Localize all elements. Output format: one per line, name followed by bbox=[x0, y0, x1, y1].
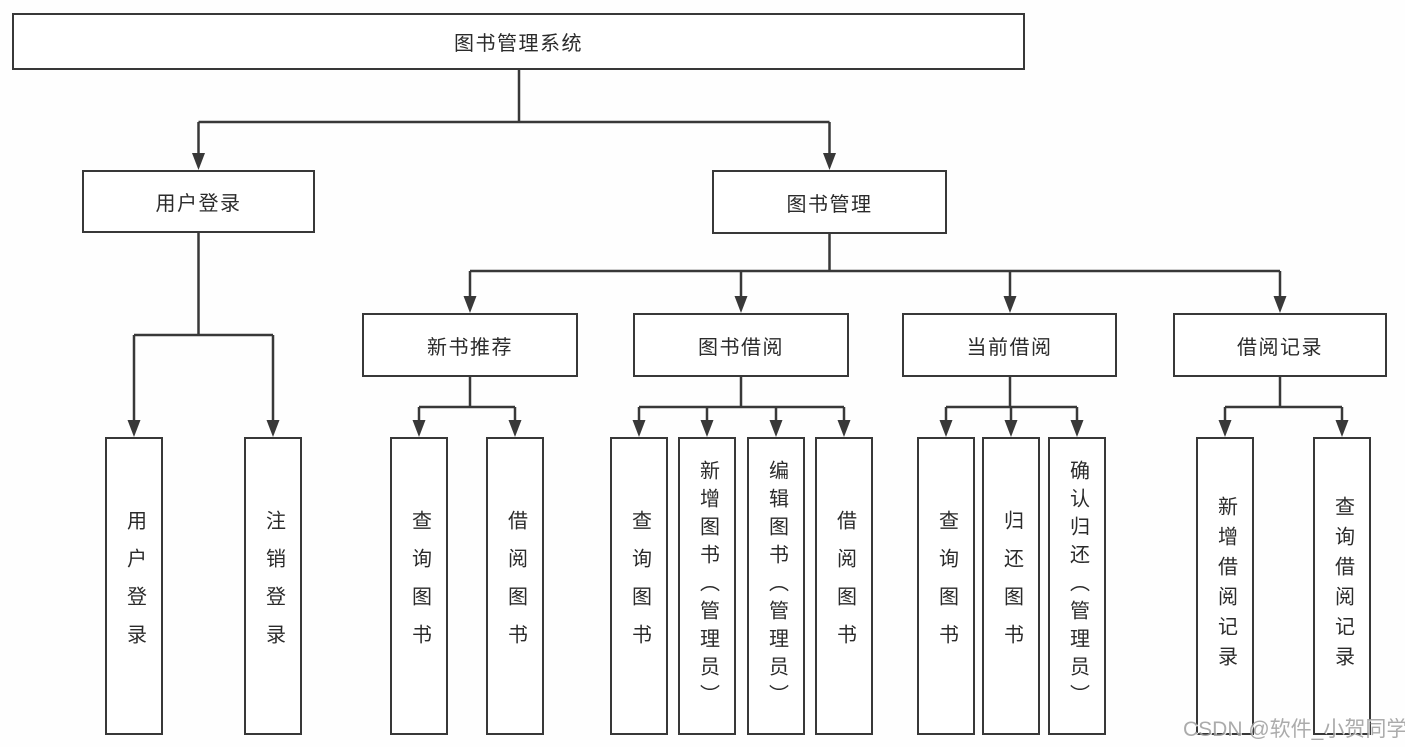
leaf-add-borrow-record-label: 新增借阅记录 bbox=[1214, 496, 1237, 676]
connector-bookmgmt-to-level3 bbox=[468, 234, 1282, 301]
leaf-return-books-label: 归还图书 bbox=[1000, 510, 1023, 662]
node-user-login-label: 用户登录 bbox=[155, 193, 242, 215]
arrowheads bbox=[127, 153, 1349, 437]
leaf-borrow-query-books-label: 查询图书 bbox=[628, 510, 651, 662]
node-borrowing-records-label: 借阅记录 bbox=[1237, 336, 1323, 359]
connector-root-to-level2 bbox=[197, 70, 831, 158]
leaf-user-login-label: 用户登录 bbox=[123, 510, 146, 662]
node-new-book-recommend: 新书推荐 bbox=[362, 313, 578, 377]
leaf-add-book-admin-label: 新增图书（管理员） bbox=[696, 460, 719, 712]
connector-userlogin-to-leaves bbox=[132, 233, 275, 424]
node-current-borrowing-label: 当前借阅 bbox=[966, 336, 1053, 359]
node-book-borrowing-label: 图书借阅 bbox=[698, 336, 784, 359]
leaf-borrow-borrow-books: 借阅图书 bbox=[815, 437, 873, 735]
leaf-recommend-borrow-books: 借阅图书 bbox=[486, 437, 544, 735]
leaf-recommend-borrow-books-label: 借阅图书 bbox=[504, 510, 527, 662]
leaf-borrow-borrow-books-label: 借阅图书 bbox=[833, 510, 856, 662]
node-library-management-system: 图书管理系统 bbox=[12, 13, 1025, 70]
leaf-add-borrow-record: 新增借阅记录 bbox=[1196, 437, 1254, 735]
node-library-management-system-label: 图书管理系统 bbox=[454, 33, 583, 55]
leaf-add-book-admin: 新增图书（管理员） bbox=[678, 437, 736, 735]
connector-recommend-to-leaves bbox=[417, 377, 517, 424]
leaf-recommend-query-books-label: 查询图书 bbox=[408, 510, 431, 662]
leaf-current-query-books-label: 查询图书 bbox=[935, 510, 958, 662]
connector-records-to-leaves bbox=[1223, 377, 1344, 424]
csdn-watermark: CSDN @软件_小贺同学 bbox=[1183, 718, 1405, 741]
leaf-confirm-return-admin: 确认归还（管理员） bbox=[1048, 437, 1106, 735]
leaf-current-query-books: 查询图书 bbox=[917, 437, 975, 735]
node-book-borrowing: 图书借阅 bbox=[633, 313, 849, 377]
connector-current-to-leaves bbox=[944, 377, 1079, 424]
connector-borrow-to-leaves bbox=[637, 377, 846, 424]
node-user-login: 用户登录 bbox=[82, 170, 315, 233]
leaf-borrow-query-books: 查询图书 bbox=[610, 437, 668, 735]
leaf-query-borrow-record: 查询借阅记录 bbox=[1313, 437, 1371, 735]
node-book-management-label: 图书管理 bbox=[786, 193, 873, 216]
leaf-confirm-return-admin-label: 确认归还（管理员） bbox=[1066, 460, 1089, 712]
leaf-edit-book-admin-label: 编辑图书（管理员） bbox=[765, 460, 788, 712]
leaf-user-login: 用户登录 bbox=[105, 437, 163, 735]
leaf-return-books: 归还图书 bbox=[982, 437, 1040, 735]
node-book-management: 图书管理 bbox=[712, 170, 947, 234]
node-current-borrowing: 当前借阅 bbox=[902, 313, 1117, 377]
leaf-logout: 注销登录 bbox=[244, 437, 302, 735]
node-new-book-recommend-label: 新书推荐 bbox=[427, 336, 513, 359]
leaf-query-borrow-record-label: 查询借阅记录 bbox=[1331, 496, 1354, 676]
leaf-edit-book-admin: 编辑图书（管理员） bbox=[747, 437, 805, 735]
leaf-recommend-query-books: 查询图书 bbox=[390, 437, 448, 735]
node-borrowing-records: 借阅记录 bbox=[1173, 313, 1387, 377]
leaf-logout-label: 注销登录 bbox=[262, 510, 285, 662]
